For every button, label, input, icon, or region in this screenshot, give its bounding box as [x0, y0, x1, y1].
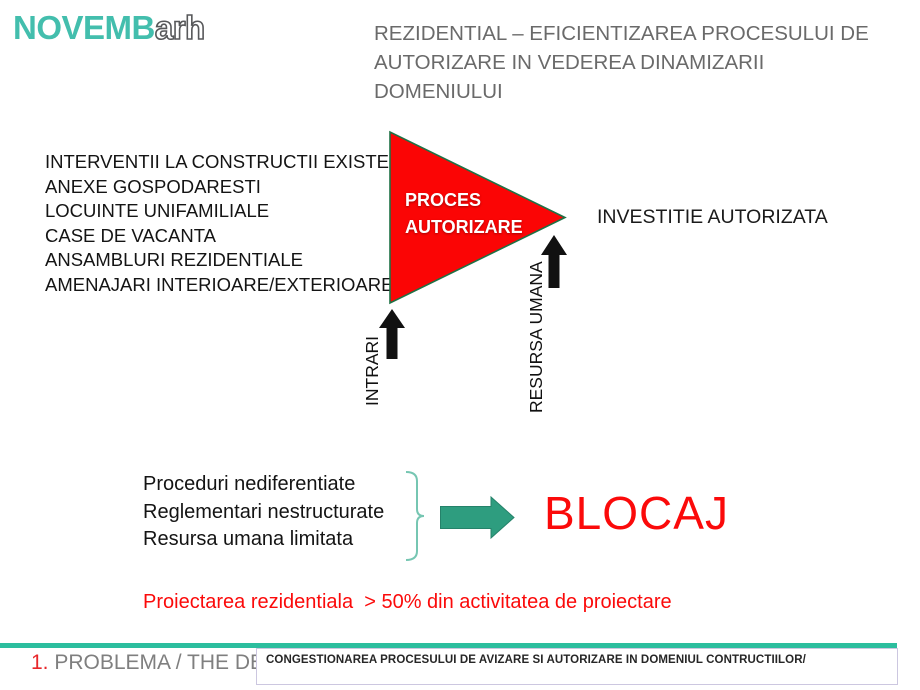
intrari-up-arrow-icon	[379, 309, 405, 359]
slide-title-line2: AUTORIZARE IN VEDEREA DINAMIZARII DOMENI…	[374, 51, 765, 103]
footer-number: 1.	[31, 651, 49, 674]
input-item: LOCUINTE UNIFAMILIALE	[45, 200, 270, 221]
input-item: INTERVENTII LA CONSTRUCTII EXISTENTE	[45, 151, 427, 172]
input-list: INTERVENTII LA CONSTRUCTII EXISTENTE ANE…	[45, 150, 426, 297]
right-arrow-icon	[440, 496, 515, 539]
cause-item: Resursa umana limitata	[143, 528, 354, 550]
cause-item: Reglementari nestructurate	[143, 500, 385, 523]
footer-label: 1. PROBLEMA / THE DEAL	[31, 651, 290, 675]
divider-line	[0, 643, 897, 648]
slide-title: REZIDENTIAL – EFICIENTIZAREA PROCESULUI …	[374, 19, 894, 106]
logo: NOVEMBarh	[13, 8, 206, 47]
note-text: Proiectarea rezidentiala > 50% din activ…	[143, 591, 672, 613]
process-label-line2: AUTORIZARE	[405, 217, 523, 237]
intrari-label: INTRARI	[362, 336, 382, 406]
input-item: ANEXE GOSPODARESTI	[45, 175, 261, 197]
brace-icon	[405, 471, 425, 561]
footer-title: PROBLEMA / THE DEAL	[48, 651, 290, 674]
cause-item: Proceduri nediferentiate	[143, 473, 356, 495]
input-item: ANSAMBLURI REZIDENTIALE	[45, 249, 304, 270]
output-label: INVESTITIE AUTORIZATA	[597, 206, 828, 228]
footer-note: CONGESTIONAREA PROCESULUI DE AVIZARE SI …	[266, 654, 806, 666]
resursa-label: RESURSA UMANA	[526, 261, 546, 413]
resursa-up-arrow-icon	[541, 235, 567, 288]
process-label-line1: PROCES	[405, 190, 482, 210]
causes-list: Proceduri nediferentiate Reglementari ne…	[143, 471, 384, 554]
blocaj-text: BLOCAJ	[544, 487, 729, 539]
process-label: PROCES AUTORIZARE	[405, 187, 523, 241]
process-triangle	[389, 130, 567, 305]
logo-wordmark: NOVEMB	[13, 9, 155, 46]
input-item: AMENAJARI INTERIOARE/EXTERIOARE	[45, 273, 394, 295]
footer-note-box: CONGESTIONAREA PROCESULUI DE AVIZARE SI …	[256, 648, 898, 685]
slide-title-line1: REZIDENTIAL – EFICIENTIZAREA PROCESULUI …	[374, 22, 869, 45]
logo-suffix: arh	[154, 8, 206, 47]
input-item: CASE DE VACANTA	[45, 224, 216, 246]
